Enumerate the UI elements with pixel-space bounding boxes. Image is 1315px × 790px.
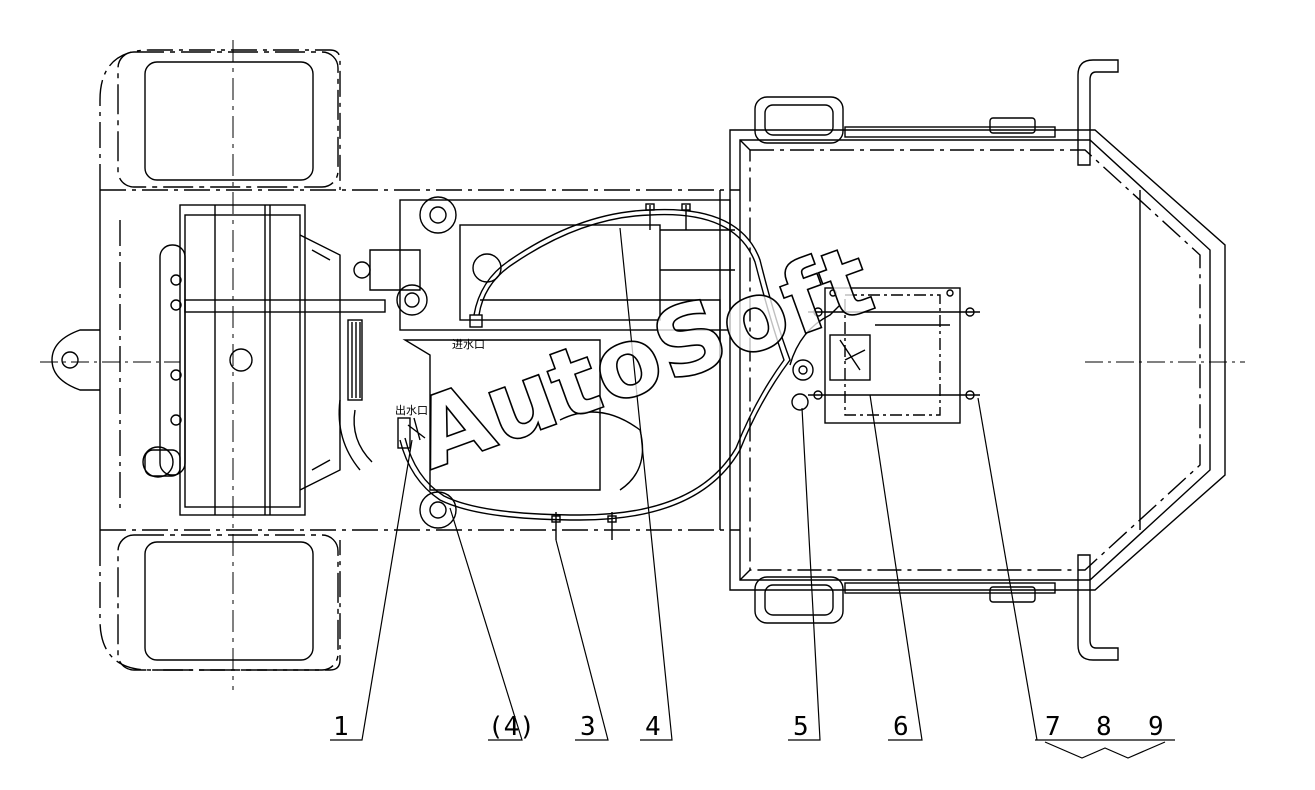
rail-top [844, 117, 1056, 138]
callout-1: 1 [333, 712, 349, 742]
rear-hook-bottom [1077, 554, 1119, 661]
front-centerline [40, 40, 234, 690]
callout-4-ref: (4) [488, 712, 535, 742]
cooling-fan [299, 234, 373, 491]
rail-bottom [844, 582, 1056, 603]
callout-4: 4 [645, 712, 661, 742]
water-pipe [399, 208, 841, 521]
leader-lines [330, 227, 1175, 759]
lifting-handle-bottom [754, 576, 844, 624]
front-wheel-top [117, 51, 339, 188]
rear-hook-top [1077, 59, 1119, 166]
callout-5: 5 [793, 712, 809, 742]
callout-6: 6 [893, 712, 909, 742]
callout-9: 9 [1148, 712, 1164, 742]
water-drain-valve [397, 417, 426, 449]
callout-8: 8 [1096, 712, 1112, 742]
tow-hitch [51, 329, 100, 391]
lifting-handle-top [754, 96, 844, 144]
front-wheel-bottom [117, 534, 339, 671]
water-outlet-label: 出水口 [395, 403, 428, 417]
radiator-assembly [142, 204, 386, 516]
water-inlet-label: 进水口 [452, 338, 485, 351]
front-body-outline [99, 49, 740, 671]
callout-3: 3 [580, 712, 596, 742]
water-tank-plate [808, 287, 980, 424]
callout-7: 7 [1045, 712, 1061, 742]
mounting-bolts [551, 203, 691, 540]
water-inlet-port [469, 314, 483, 328]
